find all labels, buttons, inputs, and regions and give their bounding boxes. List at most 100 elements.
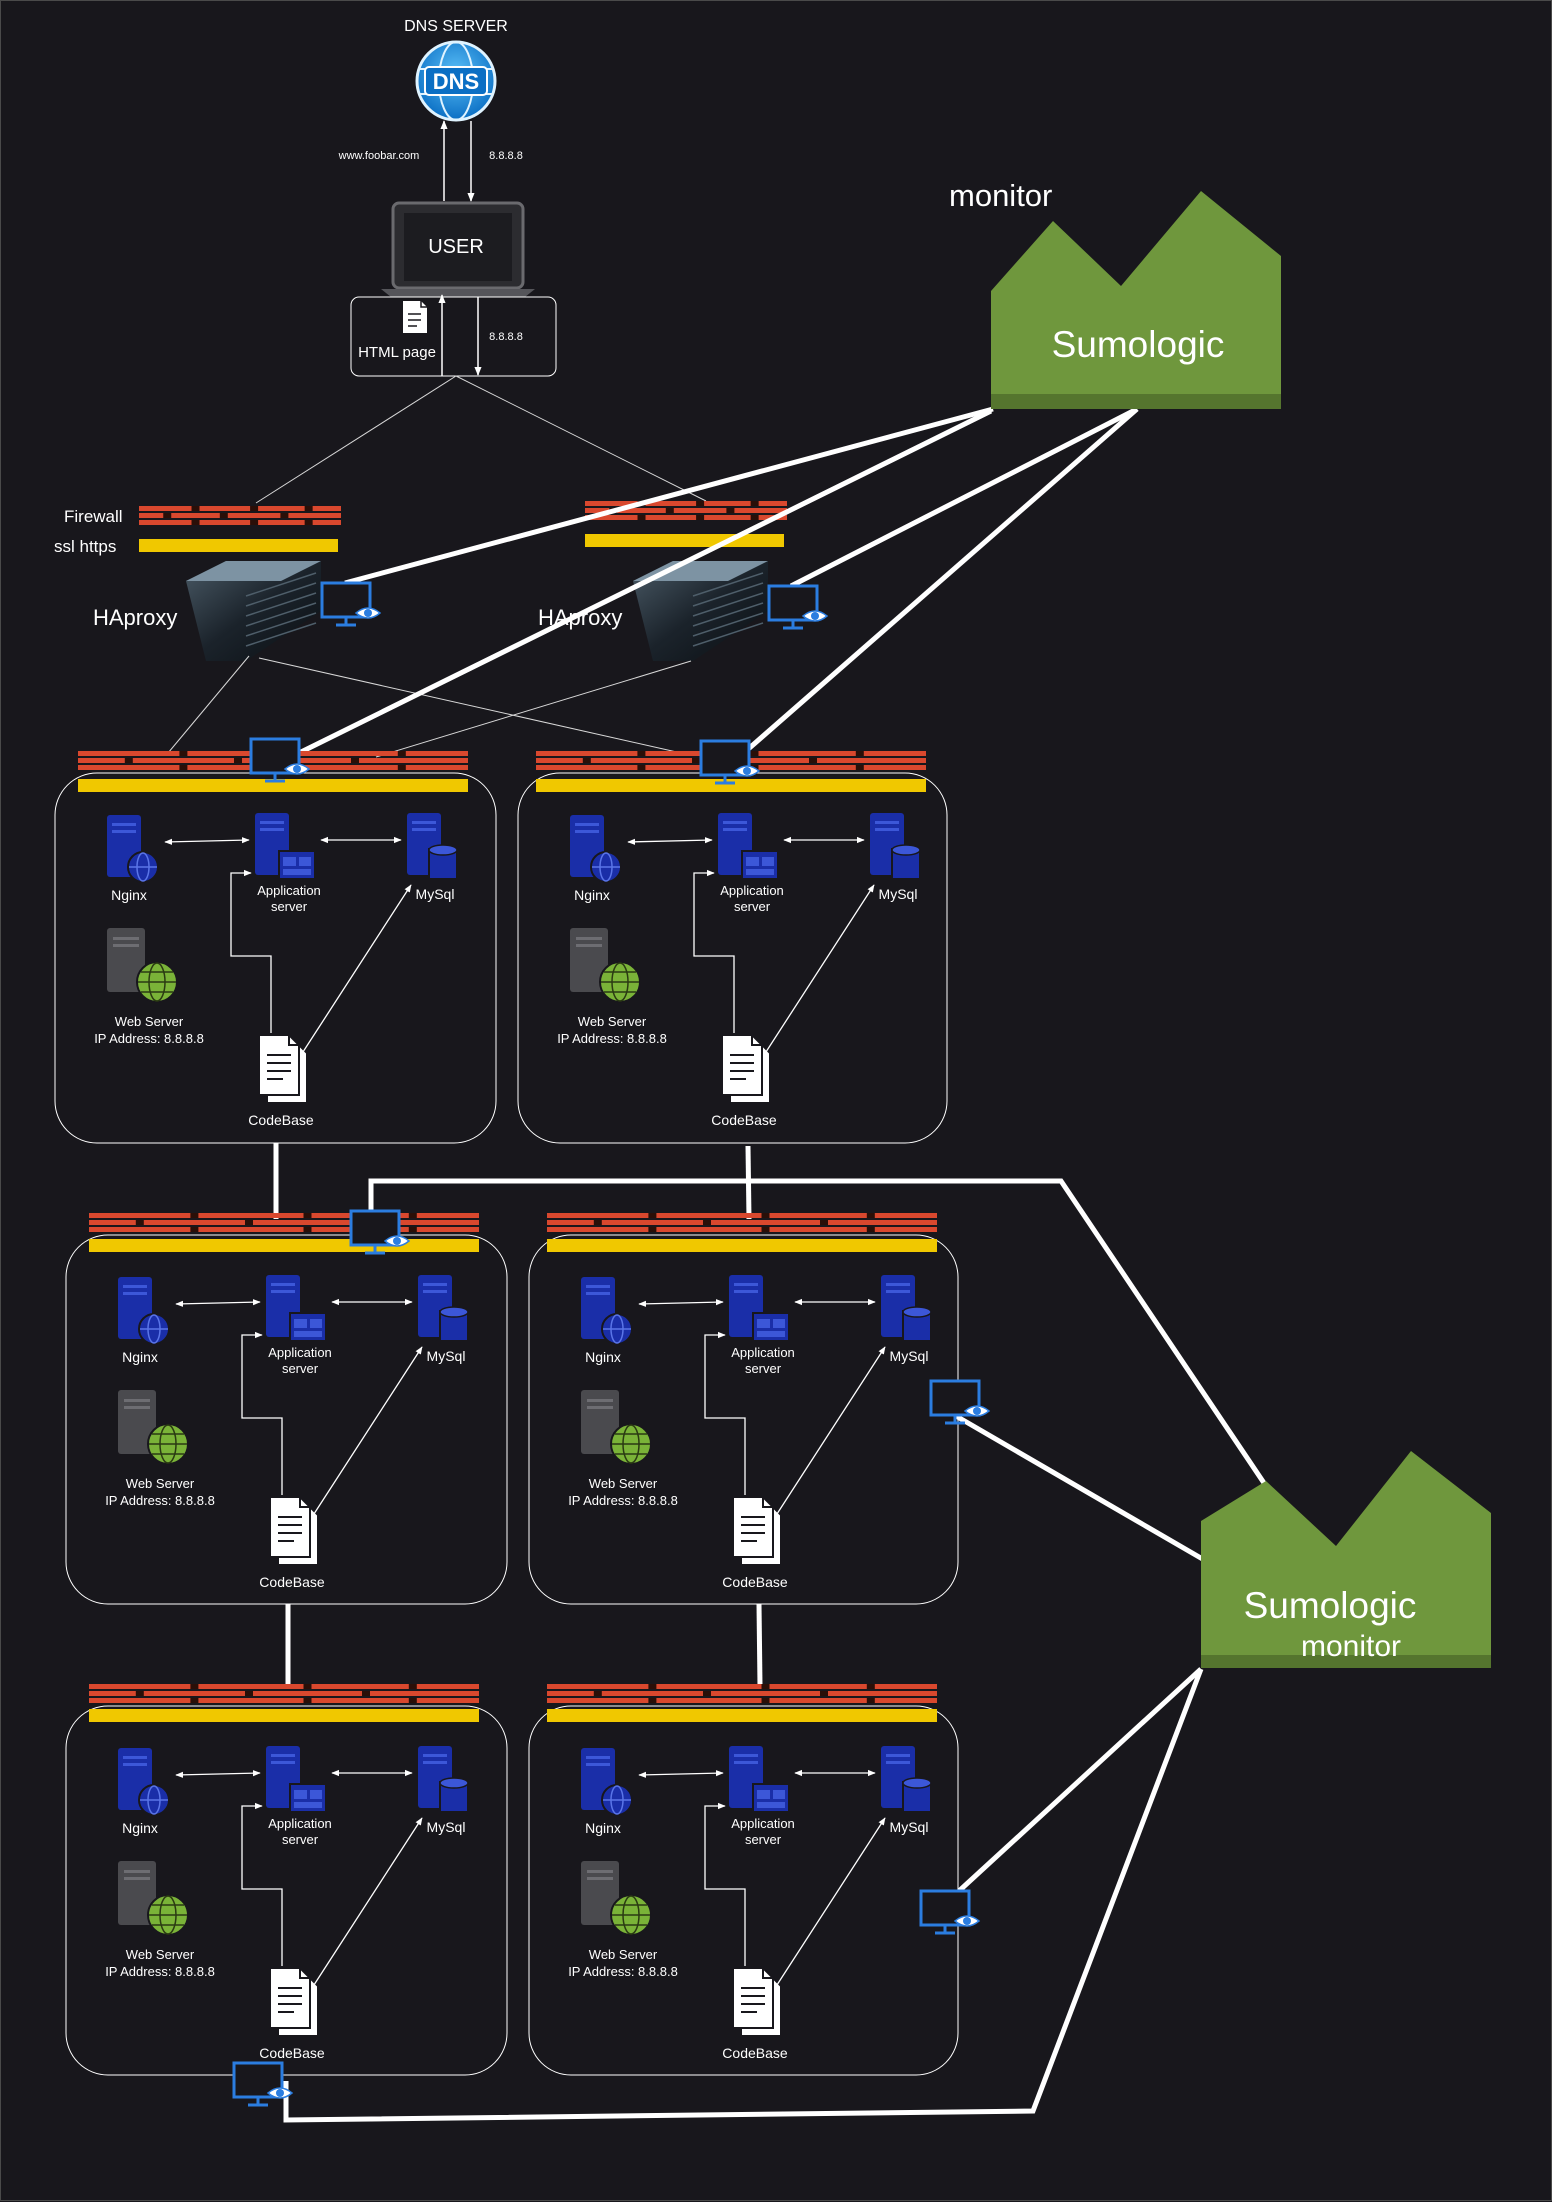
cluster-3-mysql-label: MySql: [427, 1348, 466, 1364]
cluster-6-firewall: [547, 1684, 937, 1703]
cluster-2-application-server-icon: [718, 813, 779, 880]
dns-globe-icon: DNS: [415, 40, 497, 122]
cluster-6-mysql-label: MySql: [890, 1819, 929, 1835]
dns-links: www.foobar.com 8.8.8.8: [338, 120, 523, 202]
cluster-3-nginx-server-icon: [118, 1277, 170, 1345]
monitoring-links: [283, 406, 1269, 2123]
cluster-3-web-label-1: Web Server: [126, 1476, 195, 1491]
dns-badge: DNS: [433, 69, 479, 94]
cluster-2-web-server-icon: [570, 928, 641, 1003]
cluster-2-mysql-server-icon: [870, 813, 921, 880]
cluster-5-nginx-server-icon: [118, 1748, 170, 1816]
dns-server-title: DNS SERVER: [404, 18, 508, 35]
cluster-1-codebase-label: CodeBase: [248, 1112, 314, 1128]
cluster-1-ssl: [78, 779, 468, 792]
cluster-4-firewall: [547, 1213, 937, 1232]
cluster-3-app-label-1: Application: [268, 1345, 332, 1360]
cluster-5-codebase-label: CodeBase: [259, 2045, 325, 2061]
cluster-2-nginx-label: Nginx: [574, 887, 610, 903]
cluster-5-codebase-icon: [269, 1967, 319, 2037]
monitor-agent-7-icon: [919, 1889, 981, 1935]
cluster-1-web-label-1: Web Server: [115, 1014, 184, 1029]
cluster-6-app-label-2: server: [745, 1832, 782, 1847]
monitor-agent-3-icon: [249, 737, 311, 783]
cluster-4-app-label-2: server: [745, 1361, 782, 1376]
user-laptop: USER: [381, 201, 535, 297]
monitor-agent-1-icon: [320, 581, 382, 627]
cluster-5-web-label-2: IP Address: 8.8.8.8: [105, 1964, 215, 1979]
haproxy-1-server-icon: [186, 561, 321, 661]
cluster-4-mysql-label: MySql: [890, 1348, 929, 1364]
monitor-top-caption: monitor: [949, 178, 1052, 213]
cluster-3-codebase-icon: [269, 1496, 319, 1566]
monitor-agent-8-icon: [232, 2061, 294, 2107]
monitor-top-name: Sumologic: [1052, 324, 1225, 365]
monitor-agent-2-icon: [767, 584, 829, 630]
cluster-4-app-label-1: Application: [731, 1345, 795, 1360]
monitor-bottom-name: Sumologic: [1244, 1585, 1417, 1626]
cluster-6-mysql-server-icon: [881, 1746, 932, 1813]
sumologic-monitor-bottom: Sumologic monitor: [1201, 1451, 1491, 1668]
haproxy-to-cluster-links: [167, 655, 692, 758]
cluster-6-app-label-1: Application: [731, 1816, 795, 1831]
cluster-5-app-label-2: server: [282, 1832, 319, 1847]
cluster-6-ssl: [547, 1709, 937, 1722]
cluster-4-nginx-server-icon: [581, 1277, 633, 1345]
haproxy-2-server-icon: [633, 561, 768, 661]
cluster-4-mysql-server-icon: [881, 1275, 932, 1342]
cluster-3-ssl: [89, 1239, 479, 1252]
cluster-1-mysql-server-icon: [407, 813, 458, 880]
cluster-4-nginx-label: Nginx: [585, 1349, 621, 1365]
cluster-2-nginx-server-icon: [570, 815, 622, 883]
cluster-1-application-server-icon: [255, 813, 316, 880]
edge-ssl-2: [585, 534, 784, 547]
cluster-5-web-label-1: Web Server: [126, 1947, 195, 1962]
cluster-1-web-server-icon: [107, 928, 178, 1003]
user-label: USER: [428, 236, 484, 258]
cluster-4-codebase-label: CodeBase: [722, 1574, 788, 1590]
monitor-bottom-caption: monitor: [1301, 1630, 1401, 1663]
cluster-6-web-server-icon: [581, 1861, 652, 1936]
cluster-2-web-label-2: IP Address: 8.8.8.8: [557, 1031, 667, 1046]
cluster-3-web-server-icon: [118, 1390, 189, 1465]
haproxy-1-label: HAproxy: [93, 605, 177, 630]
cluster-1-web-label-2: IP Address: 8.8.8.8: [94, 1031, 204, 1046]
cluster-6-application-server-icon: [729, 1746, 790, 1813]
cluster-1-app-label-2: server: [271, 899, 308, 914]
cluster-4-codebase-icon: [732, 1496, 782, 1566]
cluster-2-codebase-icon: [721, 1034, 771, 1104]
cluster-5-nginx-label: Nginx: [122, 1820, 158, 1836]
cluster-3-app-label-2: server: [282, 1361, 319, 1376]
cluster-1-codebase-icon: [258, 1034, 308, 1104]
edge-firewall-1: [139, 506, 341, 525]
user-to-firewall-links: [255, 375, 707, 504]
monitor-agent-6-icon: [929, 1379, 991, 1425]
dns-query-label: www.foobar.com: [338, 150, 420, 162]
cluster-3-nginx-label: Nginx: [122, 1349, 158, 1365]
monitor-agents: [232, 581, 991, 2107]
html-page-box: HTML page 8.8.8.8: [350, 294, 557, 377]
cluster-6-codebase-label: CodeBase: [722, 2045, 788, 2061]
monitor-agent-4-icon: [699, 739, 761, 785]
cluster-6-web-label-1: Web Server: [589, 1947, 658, 1962]
cluster-4-web-label-2: IP Address: 8.8.8.8: [568, 1493, 678, 1508]
haproxy-1: HAproxy: [93, 561, 321, 661]
sumologic-monitor-top: monitor Sumologic: [949, 178, 1281, 409]
cluster-5-firewall: [89, 1684, 479, 1703]
haproxy-2: HAproxy: [538, 561, 768, 661]
monitor-agent-5-icon: [349, 1209, 411, 1255]
dns-server: DNS SERVER DNS: [404, 18, 508, 122]
cluster-5-ssl: [89, 1709, 479, 1722]
cluster-5-app-label-1: Application: [268, 1816, 332, 1831]
document-icon: [403, 301, 427, 333]
cluster-1-mysql-label: MySql: [416, 886, 455, 902]
cluster-1-nginx-server-icon: [107, 815, 159, 883]
cluster-3-application-server-icon: [266, 1275, 327, 1342]
